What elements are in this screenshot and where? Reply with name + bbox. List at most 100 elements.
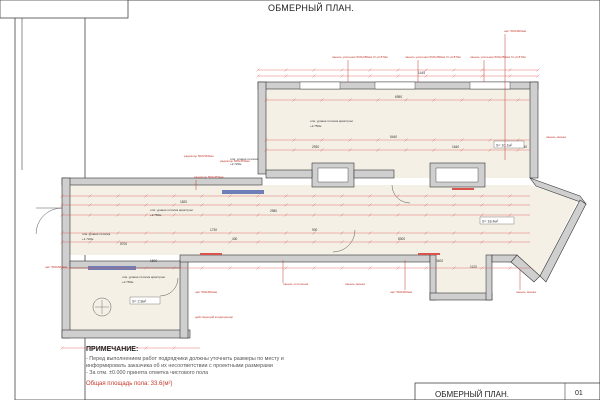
dimension-tick — [256, 266, 260, 270]
area-tag-box-2 — [479, 216, 515, 225]
partition-mid — [353, 169, 395, 179]
dimension-tick — [172, 231, 176, 235]
wall-bath-bottom — [61, 329, 191, 339]
dimension-tick — [312, 213, 316, 217]
dimension-lines — [60, 68, 540, 350]
callout-7: радиатор 500х350мм — [194, 175, 224, 179]
main-room-floor — [266, 89, 530, 178]
dimension-label-14: 3400 — [436, 259, 443, 263]
dimension-tick — [368, 203, 372, 207]
dimension-tick — [116, 240, 120, 244]
partition-main — [265, 169, 313, 179]
area-tag-3: S= 2.8м² — [132, 300, 147, 304]
doors — [35, 184, 411, 297]
dimension-tick — [312, 203, 316, 207]
top-left-block — [0, 0, 129, 19]
dimension-tick — [292, 98, 296, 102]
callout-10: панель звонка — [516, 290, 536, 294]
dimension-tick — [488, 138, 492, 142]
dimension-label-11: 900 — [312, 228, 318, 232]
dimension-tick — [424, 194, 428, 198]
dimension-tick — [396, 240, 400, 244]
dimension-tick — [256, 213, 260, 217]
dimension-tick — [480, 266, 484, 270]
dimension-tick — [60, 231, 64, 235]
window-2 — [374, 81, 416, 90]
dimension-tick — [488, 98, 492, 102]
dimension-tick — [256, 74, 260, 78]
dimension-tick — [88, 266, 92, 270]
dimension-tick — [200, 213, 204, 217]
dimension-tick — [172, 203, 176, 207]
dimension-tick — [424, 74, 428, 78]
dimension-tick — [320, 148, 324, 152]
sheet-title: ОБМЕРНЫЙ ПЛАН. — [268, 3, 355, 13]
wall-diagonal-bottom — [539, 199, 587, 283]
level-mark-2-value: +2.750м — [150, 213, 161, 217]
floor-drain — [92, 297, 112, 317]
dimension-tick — [172, 240, 176, 244]
dimension-tick — [368, 231, 372, 235]
wall-right-upper — [529, 81, 539, 179]
dimension-tick — [312, 74, 316, 78]
dimension-tick — [284, 68, 288, 72]
dimension-tick — [368, 266, 372, 270]
dimension-tick — [348, 138, 352, 142]
dimension-tick — [424, 266, 428, 270]
dimension-tick — [284, 203, 288, 207]
dimension-tick — [452, 240, 456, 244]
dimension-tick — [340, 266, 344, 270]
dimension-tick — [256, 203, 260, 207]
dimension-tick — [376, 148, 380, 152]
notes-heading: ПРИМЕЧАНИЕ: — [86, 346, 139, 353]
dimension-tick — [480, 203, 484, 207]
niche-floor — [430, 255, 485, 293]
dimension-tick — [200, 266, 204, 270]
radiator-3 — [452, 188, 474, 190]
dimension-tick — [508, 240, 512, 244]
wall-niche-right — [485, 254, 493, 301]
dimension-tick — [284, 74, 288, 78]
dimension-tick — [88, 203, 92, 207]
dimension-tick — [312, 68, 316, 72]
dimension-tick — [536, 74, 540, 78]
dimension-label-1: 6950 — [395, 95, 402, 99]
dimension-tick — [320, 98, 324, 102]
column-2-hole — [435, 167, 479, 183]
dimension-tick — [432, 148, 436, 152]
dimension-tick — [432, 98, 436, 102]
callout-4: щит 590х600мм — [504, 29, 526, 33]
dimension-tick — [516, 98, 520, 102]
dimension-tick — [404, 148, 408, 152]
dimension-tick — [348, 148, 352, 152]
dimension-tick — [424, 68, 428, 72]
dimension-tick — [264, 148, 268, 152]
dimension-label-5: 1640 — [452, 145, 459, 149]
bath-floor — [70, 268, 180, 330]
dimension-label-15: 1120 — [470, 265, 477, 269]
dimension-tick — [424, 203, 428, 207]
dimension-tick — [340, 213, 344, 217]
dimension-label-12: 5700 — [120, 242, 127, 246]
dimension-tick — [320, 138, 324, 142]
dimension-tick — [396, 74, 400, 78]
total-area-note: Общая площадь пола: 33.6(м²) — [86, 381, 173, 387]
dimension-tick — [292, 148, 296, 152]
dimension-tick — [284, 213, 288, 217]
dimension-tick — [60, 213, 64, 217]
level-mark-5-label: отм. уровня потолка — [82, 232, 111, 236]
dimension-tick — [432, 138, 436, 142]
dimension-tick — [488, 148, 492, 152]
dimension-tick — [228, 203, 232, 207]
callout-labels: панель усиления 500х350мм h=+0.870м пане… — [45, 29, 566, 319]
callout-8: панель звонка — [546, 135, 566, 139]
dimension-tick — [144, 346, 148, 350]
dimension-tick — [508, 266, 512, 270]
dimension-tick — [116, 266, 120, 270]
area-tag-1: S= 10.1м² — [496, 144, 513, 148]
dimension-tick — [264, 138, 268, 142]
dimension-tick — [508, 213, 512, 217]
callout-9: панель звонка — [345, 282, 365, 286]
window-3 — [469, 81, 511, 90]
